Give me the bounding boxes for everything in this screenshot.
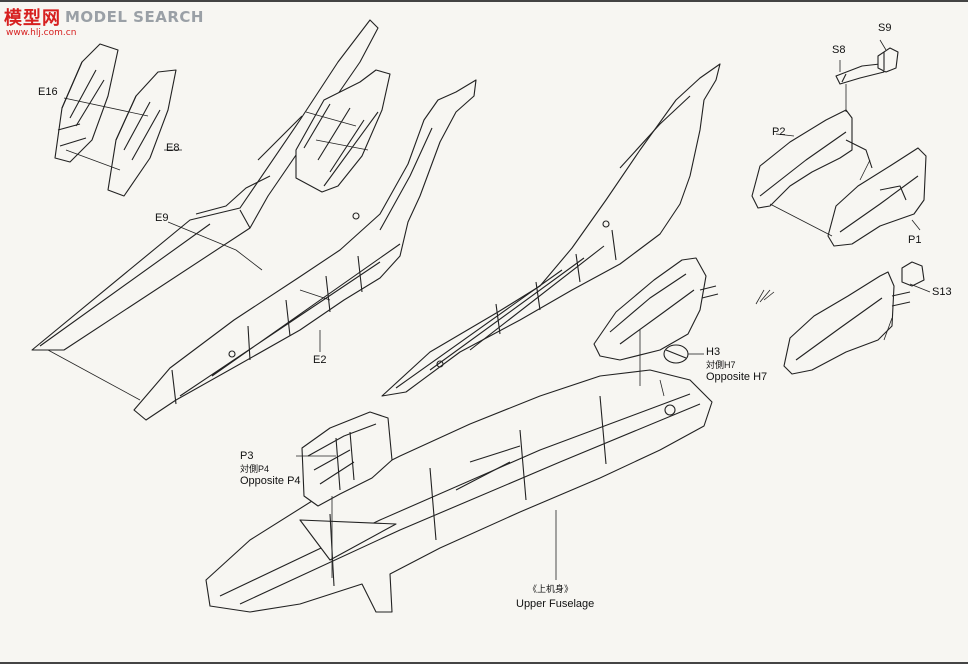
label-upper-fuselage-cn: 《上机身》	[528, 584, 574, 594]
part-s13-cap-shape	[901, 261, 925, 287]
part-e9-shape	[31, 19, 379, 351]
label-s13: S13	[932, 286, 952, 298]
part-p1-shape	[827, 147, 927, 247]
label-h3-opposite-cn: 対側H7	[706, 360, 736, 370]
label-e16: E16	[38, 86, 58, 98]
label-s8: S8	[832, 44, 846, 56]
label-p3-opposite-en: Opposite P4	[240, 475, 301, 487]
part-h3-shape	[663, 344, 689, 364]
part-p2-shape	[751, 109, 873, 209]
watermark-logo: 模型网	[4, 8, 61, 29]
part-stabilizer-left-shape	[295, 69, 391, 193]
part-cockpit-shape	[593, 257, 719, 361]
watermark-text: MODEL SEARCH	[65, 8, 204, 26]
part-fuselage-right-shape	[381, 63, 721, 397]
label-p1: P1	[908, 234, 922, 246]
top-border	[0, 0, 968, 2]
watermark-url: www.hlj.com.cn	[6, 28, 77, 38]
label-e9: E9	[155, 212, 169, 224]
label-p2: P2	[772, 126, 786, 138]
label-p3: P3	[240, 450, 254, 462]
part-e2-shape	[133, 79, 477, 421]
part-e8-shape	[107, 69, 177, 197]
label-e8: E8	[166, 142, 180, 154]
site-watermark: 模型网 MODEL SEARCH	[4, 4, 204, 30]
label-p3-opposite-cn: 対側P4	[240, 464, 270, 474]
label-s9: S9	[878, 22, 892, 34]
part-s8-shape	[835, 63, 885, 85]
label-e2: E2	[313, 354, 327, 366]
label-h3: H3	[706, 346, 721, 358]
part-upper-fuselage-shape	[205, 369, 713, 613]
part-p3-shape	[301, 411, 393, 507]
part-s9-shape	[877, 47, 899, 73]
assembly-lines	[47, 39, 931, 580]
bottom-border	[0, 662, 968, 664]
label-upper-fuselage-en: Upper Fuselage	[516, 598, 595, 610]
part-s13-shape	[783, 271, 911, 375]
label-h3-opposite-en: Opposite H7	[706, 371, 768, 383]
